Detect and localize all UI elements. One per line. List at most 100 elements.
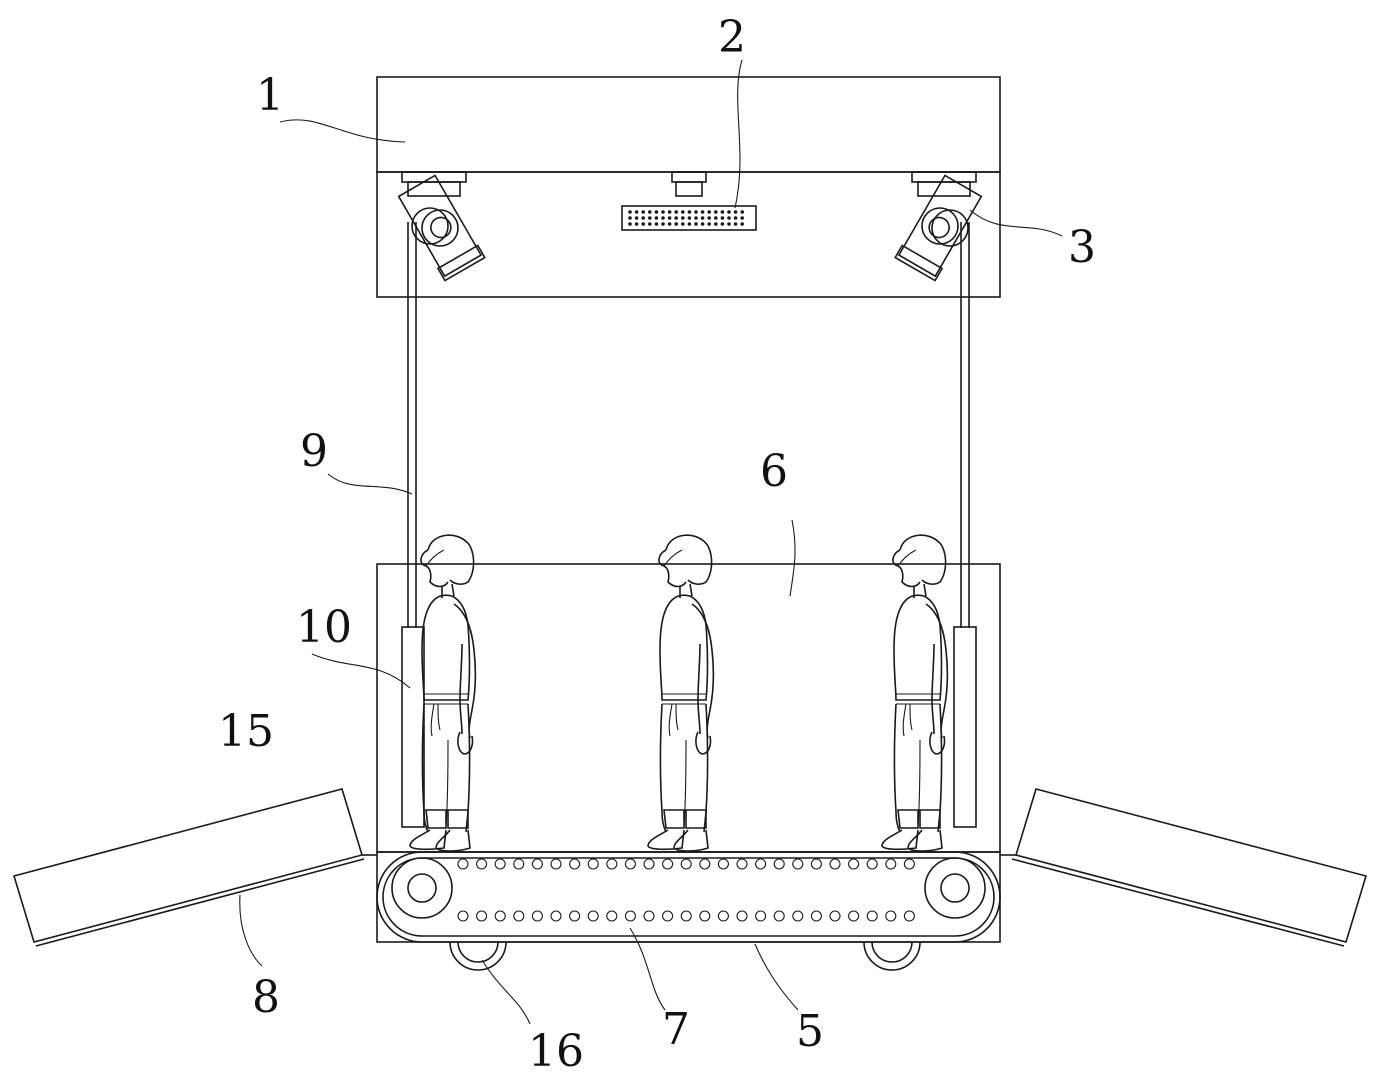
belt-roller [531, 858, 543, 870]
sensor-dot [674, 210, 678, 214]
sensor-dot [687, 216, 692, 220]
belt-roller [866, 858, 878, 870]
sensor-dot [641, 222, 645, 226]
sensor-dot [740, 222, 744, 226]
sensor-dot [694, 210, 698, 214]
belt-roller [792, 858, 804, 870]
sensor-dot [654, 216, 659, 220]
left-wheel [449, 941, 507, 971]
belt-roller [717, 910, 729, 922]
belt-roller [773, 910, 785, 922]
sensor-dot [648, 216, 652, 220]
belt-roller [810, 910, 822, 922]
belt-roller [755, 910, 767, 922]
belt-roller [624, 858, 636, 870]
belt-roller [903, 858, 915, 870]
left-sleeve [401, 626, 425, 828]
label-16: 16 [528, 1026, 584, 1077]
belt-roller [643, 910, 655, 922]
belt-roller [736, 910, 748, 922]
sensor-dot [634, 210, 639, 214]
sensor-dot [700, 210, 705, 214]
sensor-dot [667, 222, 672, 226]
belt-roller [829, 910, 841, 922]
sensor-dot [720, 216, 725, 220]
sensor-dot [687, 222, 692, 226]
label-7: 7 [662, 1004, 690, 1055]
sensor-dot [641, 216, 645, 220]
sensor-dot [720, 210, 725, 214]
belt-roller [810, 858, 822, 870]
belt-roller [624, 910, 636, 922]
sensor-dot [681, 222, 685, 226]
right-ramp [1000, 788, 1368, 947]
belt-roller [494, 910, 506, 922]
leader-lines [239, 59, 1063, 1025]
belt-roller [829, 858, 841, 870]
label-6: 6 [760, 446, 788, 497]
belt-roller [513, 910, 525, 922]
belt-roller [643, 858, 655, 870]
belt-roller [531, 910, 543, 922]
right-rods [960, 222, 970, 628]
sensor-dot [628, 216, 632, 220]
sensor-dot [681, 210, 685, 214]
label-1: 1 [256, 70, 284, 121]
right-wheel [863, 941, 921, 971]
sensor-dot [681, 216, 685, 220]
label-5: 5 [796, 1006, 824, 1057]
belt-roller [457, 858, 469, 870]
left-lamp [397, 171, 486, 282]
sensor-dot [661, 216, 665, 220]
left-ramp [12, 788, 377, 947]
sensor-dot [694, 216, 698, 220]
belt-roller [773, 858, 785, 870]
sensor-dot [700, 216, 705, 220]
sensor-dot [700, 222, 705, 226]
sensor-dot [740, 216, 744, 220]
label-9: 9 [300, 426, 328, 477]
sensor-dot [674, 216, 678, 220]
sensor-dot [641, 210, 645, 214]
person-left [409, 534, 477, 852]
label-2: 2 [718, 12, 746, 63]
belt-roller [699, 858, 711, 870]
person-right [881, 534, 949, 852]
sensor-dot [628, 210, 632, 214]
sensor-dot [661, 210, 665, 214]
sensor-dot [720, 222, 725, 226]
belt-roller [606, 910, 618, 922]
person-center [647, 534, 715, 852]
belt-roller [476, 910, 488, 922]
belt-roller [903, 910, 915, 922]
sensor-dot [714, 222, 718, 226]
belt-roller [513, 858, 525, 870]
belt-roller [885, 910, 897, 922]
sensor-dot [707, 222, 711, 226]
sensor-dot [727, 222, 731, 226]
belt-roller [866, 910, 878, 922]
label-10: 10 [296, 602, 352, 653]
belt-roller [680, 910, 692, 922]
base [376, 851, 1001, 943]
label-3: 3 [1068, 222, 1096, 273]
belt-roller [587, 858, 599, 870]
lower-frame [376, 563, 1001, 853]
right-lamp [894, 171, 983, 282]
sensor-dot [687, 210, 692, 214]
belt-roller [848, 910, 860, 922]
sensor-dot [661, 222, 665, 226]
sensor-dot [674, 222, 678, 226]
sensor-dot [628, 222, 632, 226]
belt-roller [494, 858, 506, 870]
label-15: 15 [218, 706, 274, 757]
sensor-dot [733, 210, 738, 214]
label-8: 8 [252, 972, 280, 1023]
belt-roller [476, 858, 488, 870]
belt-roller [792, 910, 804, 922]
sensor-dot [727, 210, 731, 214]
belt-roller [662, 910, 674, 922]
sensor-dot [648, 222, 652, 226]
belt-roller [569, 858, 581, 870]
